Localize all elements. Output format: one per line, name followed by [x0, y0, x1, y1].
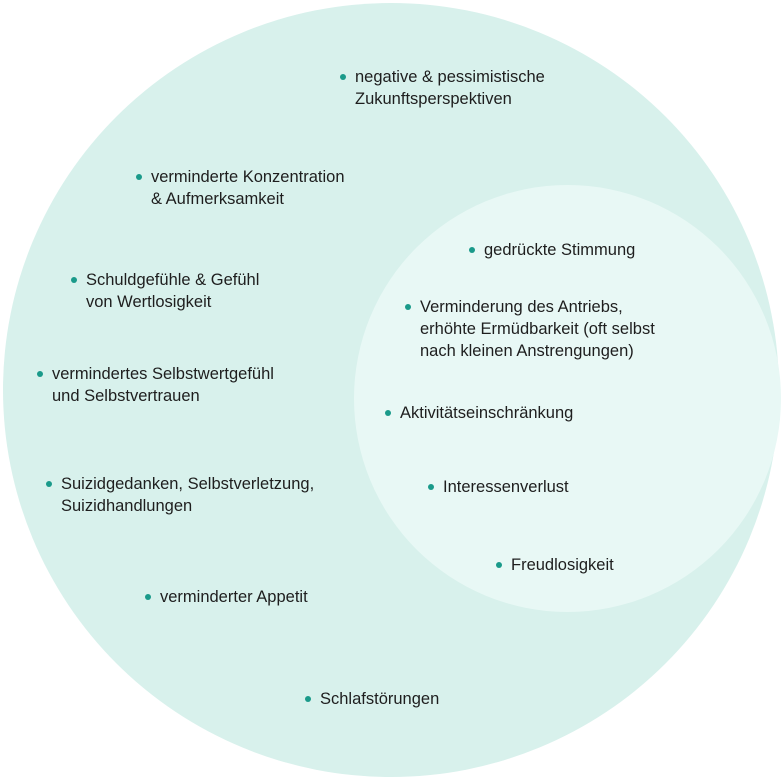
item-line: Schuldgefühle & Gefühl: [86, 271, 260, 289]
item-line: gedrückte Stimmung: [484, 241, 636, 259]
item-line: Suizidgedanken, Selbstverletzung,: [61, 475, 315, 493]
item-line: von Wertlosigkeit: [86, 293, 212, 311]
item-line: nach kleinen Anstrengungen): [420, 342, 634, 360]
bullet-dot-icon: [305, 696, 311, 702]
item-line: verminderte Konzentration: [151, 168, 345, 186]
item-line: Zukunftsperspektiven: [355, 90, 512, 108]
item-line: erhöhte Ermüdbarkeit (oft selbst: [420, 320, 655, 338]
bullet-dot-icon: [385, 410, 391, 416]
item-line: Suizidhandlungen: [61, 497, 193, 515]
item-line: Interessenverlust: [443, 478, 569, 496]
item-line: Schlafstörungen: [320, 690, 440, 708]
bullet-dot-icon: [340, 74, 346, 80]
bullet-dot-icon: [37, 371, 43, 377]
item-line: negative & pessimistische: [355, 68, 545, 86]
bullet-dot-icon: [46, 481, 52, 487]
bullet-dot-icon: [496, 562, 502, 568]
item-line: Verminderung des Antriebs,: [420, 298, 623, 316]
bullet-dot-icon: [469, 247, 475, 253]
bullet-dot-icon: [71, 277, 77, 283]
item-line: verminderter Appetit: [160, 588, 308, 606]
bullet-dot-icon: [145, 594, 151, 600]
inner-circle: [354, 185, 781, 612]
item-line: Freudlosigkeit: [511, 556, 614, 574]
item-line: & Aufmerksamkeit: [151, 190, 284, 208]
bullet-dot-icon: [428, 484, 434, 490]
item-line: Aktivitätseinschränkung: [400, 404, 574, 422]
item-line: und Selbstvertrauen: [52, 387, 200, 405]
bullet-dot-icon: [405, 304, 411, 310]
item-line: vermindertes Selbstwertgefühl: [52, 365, 274, 383]
bullet-dot-icon: [136, 174, 142, 180]
